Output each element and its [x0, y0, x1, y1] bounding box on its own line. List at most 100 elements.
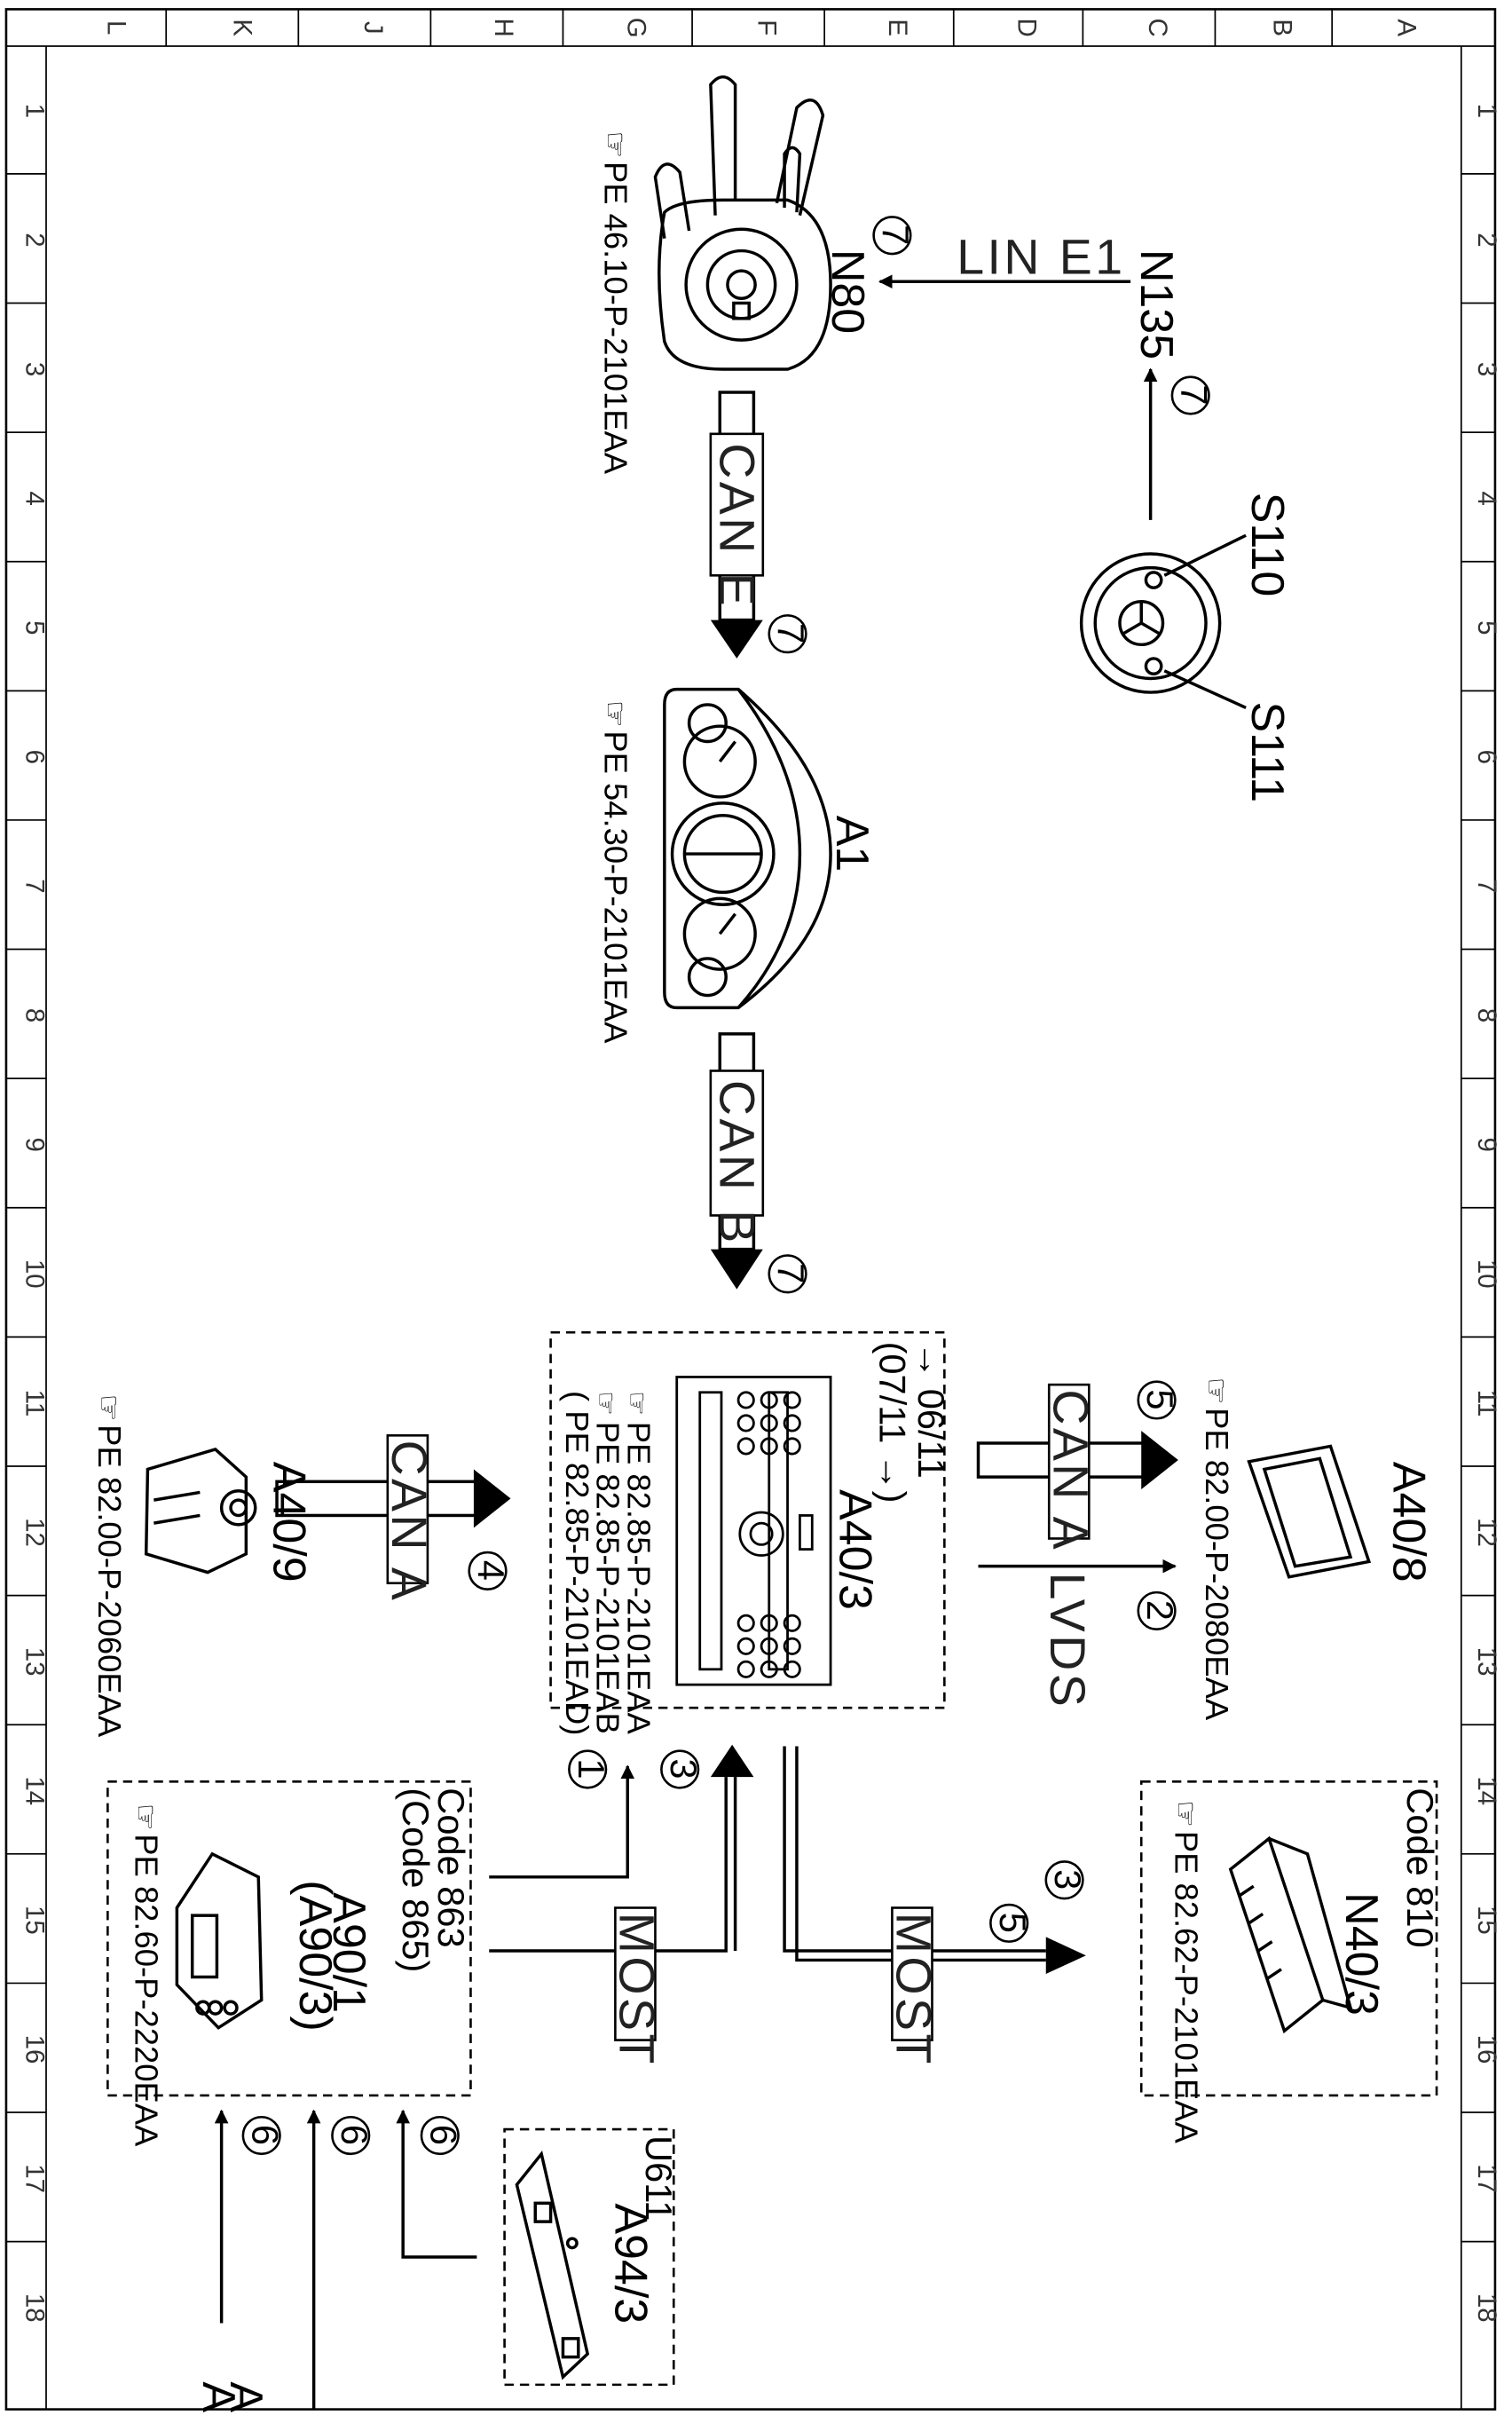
hand-pointer-icon: ☞: [129, 1803, 162, 1831]
feed-arrow-3: [396, 2109, 477, 2259]
row-label: 9: [1472, 1137, 1501, 1151]
row-label: 13: [1472, 1647, 1501, 1677]
svg-text:6: 6: [422, 2125, 464, 2145]
svg-text:1: 1: [571, 1758, 612, 1779]
can-e-bus: CAN E: [709, 391, 764, 659]
a1-id: A1: [826, 816, 878, 872]
lvds-bus-label: LVDS: [1040, 1573, 1095, 1710]
row-label: 5: [20, 620, 49, 635]
most-right-bus: MOST: [783, 1746, 1086, 2067]
column-grid-ticks: [165, 9, 1334, 47]
col-label: C: [1143, 19, 1172, 37]
column-labels: L K J H G F E D C B A: [101, 18, 1421, 38]
row-label: 11: [1472, 1390, 1501, 1417]
row-label: 10: [1472, 1259, 1501, 1289]
a40-9-pe-reference: PE 82.00-P-2060EAA: [91, 1425, 128, 1738]
a40-3-labels: A40/3 → 06/11 (07/11 →) ☞ PE 82.85-P-210…: [559, 1342, 952, 1736]
svg-text:3: 3: [1047, 1869, 1089, 1890]
n40-3-code: Code 810: [1399, 1788, 1441, 1947]
hand-pointer-icon: ☞: [621, 1391, 652, 1416]
col-label: A: [1392, 19, 1421, 36]
can-a-left-bus: CAN A: [275, 1434, 511, 1603]
row-label: 2: [1472, 233, 1501, 247]
row-label: 4: [1472, 491, 1501, 505]
row-labels-left: 1 2 3 4 5 6 7 8 9 10 11 12 13 14 15 16 1…: [20, 104, 49, 2323]
n80-steering-column-module: [653, 75, 832, 371]
a90-1-pe-reference: PE 82.60-P-2220EAA: [129, 1834, 165, 2147]
can-b-bus: CAN B: [709, 1032, 764, 1290]
n40-3-pe-reference: PE 82.62-P-2101EAA: [1168, 1831, 1204, 2144]
a94-3-labels: U611 A94/3: [604, 2135, 680, 2324]
row-grid-ticks: [5, 173, 1495, 2243]
n80-pe-reference: PE 46.10-P-2101EAA: [597, 162, 634, 475]
row-label: 9: [20, 1137, 49, 1151]
marker-circle: 7: [1170, 375, 1215, 415]
marker-circle: 6: [241, 2115, 286, 2156]
row-label: 1: [1472, 104, 1501, 118]
svg-text:7: 7: [1173, 384, 1215, 405]
a90-1-id-alt: (A90/3): [289, 1880, 341, 2032]
offpage-label-a: A: [220, 2381, 272, 2412]
row-label: 1: [20, 104, 49, 118]
row-label: 3: [20, 362, 49, 376]
a90-1-labels: Code 863 (Code 865) A90/1 (A90/3) ☞ PE 8…: [129, 1788, 472, 2147]
offpage-label-a: A: [193, 2381, 244, 2412]
a90-1-tuner: [175, 1851, 264, 2030]
most-left-bus: MOST: [489, 1744, 754, 2067]
a1-pe-reference: PE 54.30-P-2101EAA: [597, 730, 634, 1044]
marker-circle: 3: [1044, 1860, 1089, 1900]
row-label: 14: [20, 1776, 49, 1805]
marker-circle: 1: [568, 1749, 612, 1789]
marker-circle: 5: [1137, 1380, 1181, 1420]
a40-3-date-range-1: → 06/11: [910, 1342, 952, 1479]
row-label: 14: [1472, 1776, 1501, 1805]
marker-circle: 6: [420, 2115, 464, 2156]
a94-3-module: [515, 2150, 590, 2380]
col-label: H: [489, 19, 518, 37]
col-label: J: [358, 21, 388, 35]
svg-text:6: 6: [334, 2125, 375, 2145]
row-labels-right: 1 2 3 4 5 6 7 8 9 10 11 12 13 14 15 16 1…: [1472, 104, 1501, 2323]
n80-labels: N80 ☞ PE 46.10-P-2101EAA: [597, 130, 873, 474]
marker-circle: 4: [468, 1551, 512, 1590]
hand-pointer-icon: ☞: [1199, 1377, 1232, 1404]
marker-circle: 3: [660, 1749, 705, 1789]
hand-pointer-icon: ☞: [591, 1391, 622, 1416]
row-label: 7: [1472, 879, 1501, 893]
svg-text:7: 7: [875, 225, 917, 245]
a40-9-id: A40/9: [264, 1462, 315, 1582]
can-b-bus-label: CAN B: [709, 1080, 764, 1246]
a40-3-head-unit: [675, 1376, 832, 1686]
row-label: 18: [1472, 2293, 1501, 2323]
hand-pointer-icon: ☞: [91, 1394, 125, 1422]
s110-id: S110: [1241, 493, 1293, 597]
a90-1-code-alt: (Code 865): [395, 1788, 437, 1972]
row-label: 8: [1472, 1008, 1501, 1022]
col-label: D: [1012, 19, 1042, 37]
steering-wheel-icon: [1079, 533, 1247, 709]
col-label: B: [1267, 19, 1296, 36]
row-label: 15: [1472, 1906, 1501, 1935]
row-label: 17: [1472, 2164, 1501, 2193]
a40-3-pe-reference-3: ( PE 82.85-P-2101EAD): [559, 1391, 595, 1735]
most-right-bus-label: MOST: [886, 1913, 941, 2067]
svg-text:7: 7: [770, 623, 812, 643]
svg-text:5: 5: [992, 1913, 1034, 1933]
n40-3-labels: Code 810 N40/3 ☞ PE 82.62-P-2101EAA: [1168, 1788, 1441, 2143]
marker-circle: 7: [768, 614, 812, 654]
row-label: 10: [20, 1259, 49, 1289]
svg-text:4: 4: [470, 1560, 512, 1581]
n135-labels: N135 LIN E1: [957, 230, 1182, 360]
a94-3-boundary: [503, 2127, 675, 2387]
sheet-frame: [4, 8, 1497, 2411]
a40-3-date-range-2: (07/11 →): [872, 1342, 914, 1504]
n80-id: N80: [822, 249, 873, 334]
a40-8-pe-reference: PE 82.00-P-2080EAA: [1199, 1408, 1235, 1721]
svg-text:3: 3: [663, 1758, 705, 1779]
marker-circle: 2: [1137, 1590, 1181, 1631]
row-label: 6: [1472, 750, 1501, 764]
row-label: 8: [20, 1008, 49, 1022]
switch-labels: S110 S111: [1241, 493, 1293, 802]
a40-9-labels: A40/9 ☞ PE 82.00-P-2060EAA: [91, 1394, 315, 1738]
